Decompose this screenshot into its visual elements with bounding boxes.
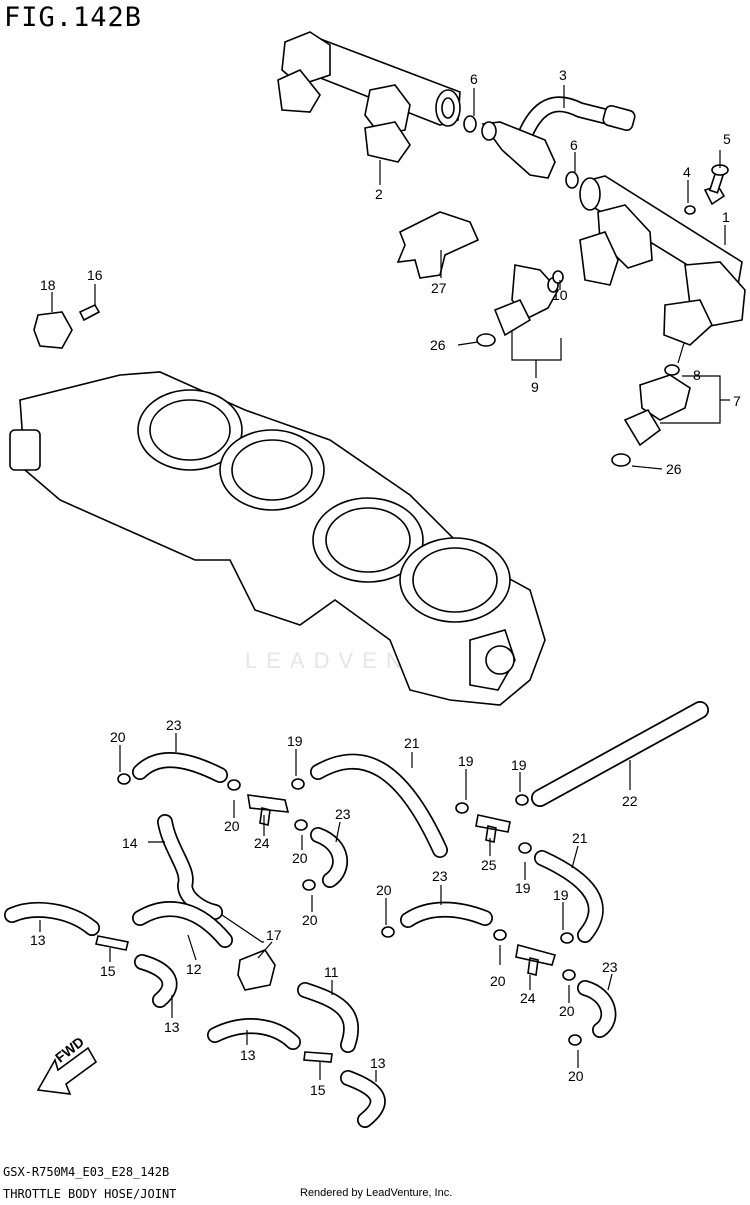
clamp-27[interactable] xyxy=(396,211,480,279)
callout-13b[interactable]: 13 xyxy=(164,1019,180,1035)
callout-20h[interactable]: 20 xyxy=(568,1068,584,1084)
injector-9[interactable] xyxy=(493,264,559,337)
hose-23a[interactable] xyxy=(132,752,228,783)
callout-25[interactable]: 25 xyxy=(481,857,497,873)
callout-1[interactable]: 1 xyxy=(722,209,730,225)
hose-23d[interactable] xyxy=(577,980,617,1038)
callout-10[interactable]: 10 xyxy=(552,287,568,303)
callout-6a[interactable]: 6 xyxy=(470,71,478,87)
fuel-rail-upper[interactable] xyxy=(277,31,461,163)
washer-4[interactable] xyxy=(684,205,696,215)
hose-13d[interactable] xyxy=(340,1070,386,1128)
callout-3[interactable]: 3 xyxy=(559,67,567,83)
callout-14[interactable]: 14 xyxy=(122,835,138,851)
hose-13b[interactable] xyxy=(134,954,178,1008)
joint-17[interactable] xyxy=(237,949,276,991)
callout-22[interactable]: 22 xyxy=(622,793,638,809)
callout-20b[interactable]: 20 xyxy=(224,818,240,834)
callout-13d[interactable]: 13 xyxy=(370,1055,386,1071)
callout-24a[interactable]: 24 xyxy=(254,835,270,851)
figure-title: FIG.142B xyxy=(4,2,143,33)
hose-21a[interactable] xyxy=(310,753,448,858)
callout-15b[interactable]: 15 xyxy=(310,1082,326,1098)
seal-26b[interactable] xyxy=(611,453,631,467)
hose-21b[interactable] xyxy=(534,850,604,943)
callout-12[interactable]: 12 xyxy=(186,961,202,977)
callout-17[interactable]: 17 xyxy=(266,927,282,943)
connector-15b[interactable] xyxy=(303,1051,333,1063)
throttle-body-assembly xyxy=(9,371,546,706)
callout-4[interactable]: 4 xyxy=(683,164,691,180)
callout-8[interactable]: 8 xyxy=(693,367,701,383)
hose-13a[interactable] xyxy=(4,901,100,936)
footer-rendered-by: Rendered by LeadVenture, Inc. xyxy=(300,1187,453,1199)
fwd-arrow-icon xyxy=(36,1046,98,1095)
callout-6b[interactable]: 6 xyxy=(570,137,578,153)
o-ring-6a[interactable] xyxy=(463,115,477,133)
hose-14[interactable] xyxy=(157,814,223,920)
screw-16[interactable] xyxy=(78,303,101,322)
callout-24b[interactable]: 24 xyxy=(520,990,536,1006)
callout-16[interactable]: 16 xyxy=(87,267,103,283)
o-ring-6b[interactable] xyxy=(565,171,579,189)
callout-20g[interactable]: 20 xyxy=(559,1003,575,1019)
sensor-18[interactable] xyxy=(33,311,73,349)
hose-22[interactable] xyxy=(531,701,709,807)
callout-23b[interactable]: 23 xyxy=(335,806,351,822)
hose-clips xyxy=(117,773,582,1046)
t-joint-24a[interactable] xyxy=(247,794,290,826)
footer-model-code: GSX-R750M4_E03_E28_142B xyxy=(3,1165,170,1179)
callout-20a[interactable]: 20 xyxy=(110,729,126,745)
bolt-5[interactable] xyxy=(703,164,729,206)
callout-26a[interactable]: 26 xyxy=(430,337,446,353)
callout-19d[interactable]: 19 xyxy=(515,880,531,896)
fuel-rail-lower[interactable] xyxy=(579,175,746,346)
callout-11[interactable]: 11 xyxy=(324,964,339,980)
hose-23c[interactable] xyxy=(400,901,493,928)
o-ring-10[interactable] xyxy=(552,270,564,284)
callout-19a[interactable]: 19 xyxy=(287,733,303,749)
callout-13c[interactable]: 13 xyxy=(240,1047,256,1063)
callout-23c[interactable]: 23 xyxy=(432,868,448,884)
callout-21b[interactable]: 21 xyxy=(572,830,588,846)
callout-7[interactable]: 7 xyxy=(733,393,741,409)
callout-20f[interactable]: 20 xyxy=(490,973,506,989)
seal-26a[interactable] xyxy=(476,333,496,347)
hose-23b[interactable] xyxy=(310,827,349,888)
callout-13a[interactable]: 13 xyxy=(30,932,46,948)
fuel-hose-3[interactable] xyxy=(481,96,636,179)
callout-2[interactable]: 2 xyxy=(375,186,383,202)
callout-21a[interactable]: 21 xyxy=(404,735,420,751)
hose-11[interactable] xyxy=(297,982,360,1053)
callout-20e[interactable]: 20 xyxy=(376,882,392,898)
callout-5[interactable]: 5 xyxy=(723,131,731,147)
connector-15a[interactable] xyxy=(95,935,129,951)
callout-15a[interactable]: 15 xyxy=(100,963,116,979)
leader-lines xyxy=(39,85,730,1082)
hose-13c[interactable] xyxy=(207,1018,301,1050)
callout-26b[interactable]: 26 xyxy=(666,461,682,477)
callout-27[interactable]: 27 xyxy=(431,280,447,296)
callout-9[interactable]: 9 xyxy=(531,379,539,395)
injector-7[interactable] xyxy=(623,364,691,447)
t-joint-24b[interactable] xyxy=(515,943,557,976)
callout-18[interactable]: 18 xyxy=(40,277,56,293)
callout-23a[interactable]: 23 xyxy=(166,717,182,733)
footer-section-name: THROTTLE BODY HOSE/JOINT xyxy=(3,1187,177,1201)
callout-labels: 1 2 3 4 5 6 6 7 8 9 10 11 12 13 13 13 13… xyxy=(30,67,741,1098)
callout-20c[interactable]: 20 xyxy=(292,850,308,866)
callout-19b[interactable]: 19 xyxy=(458,753,474,769)
hose-12[interactable] xyxy=(132,901,233,948)
callout-19c[interactable]: 19 xyxy=(511,757,527,773)
t-joint-25[interactable] xyxy=(475,814,511,843)
callout-19e[interactable]: 19 xyxy=(553,887,569,903)
callout-20d[interactable]: 20 xyxy=(302,912,318,928)
callout-23d[interactable]: 23 xyxy=(602,959,618,975)
